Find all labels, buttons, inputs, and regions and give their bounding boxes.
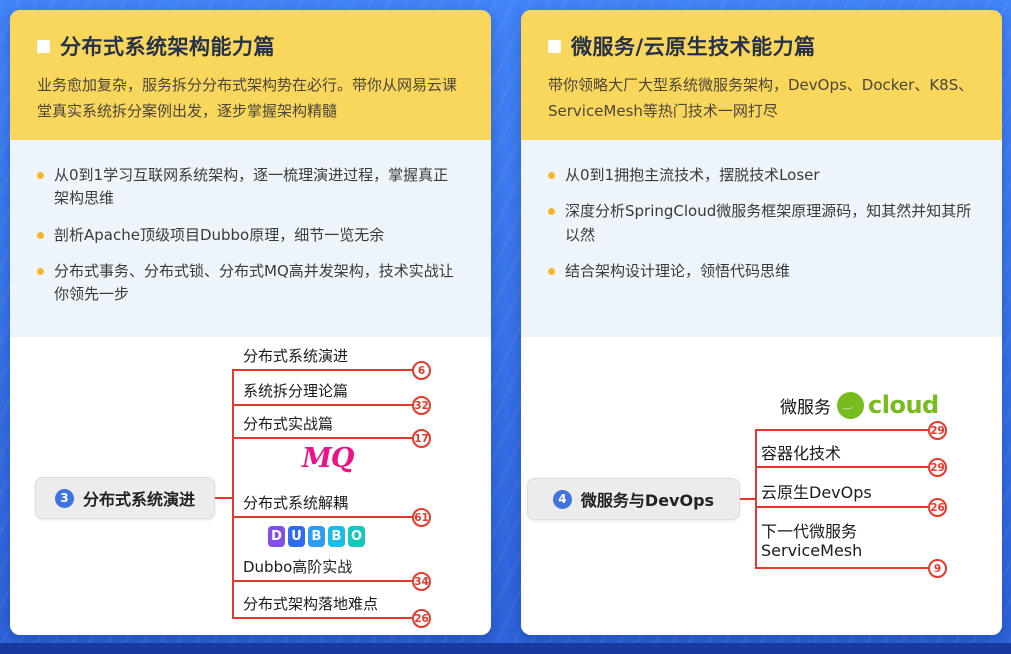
title-bullet-square-icon <box>548 39 561 53</box>
branch-line <box>232 516 414 518</box>
count-badge: 6 <box>412 361 431 380</box>
bullet-dot-icon <box>37 267 44 275</box>
card-title: 分布式系统架构能力篇 <box>60 35 275 59</box>
cloud-wordmark: cloud <box>868 391 939 419</box>
mindmap-distributed: 3 分布式系统演进 分布式系统演进 6 系统拆分理论篇 32 分布式实战篇 17… <box>10 337 491 635</box>
bullet-dot-icon <box>37 231 44 239</box>
count-badge: 29 <box>928 458 947 477</box>
count-badge: 17 <box>412 429 431 448</box>
dubbo-letter: O <box>348 526 365 547</box>
point-text: 剖析Apache顶级项目Dubbo原理，细节一览无余 <box>54 225 385 244</box>
dubbo-letter: D <box>268 526 285 547</box>
branch-line <box>755 429 928 431</box>
bullet-dot-icon <box>37 172 44 179</box>
node-label: 分布式系统演进 <box>82 490 195 509</box>
branch-label: 云原生DevOps <box>761 483 872 502</box>
branch-label: 分布式实战篇 <box>243 415 334 433</box>
card-subtitle: 业务愈加复杂，服务拆分分布式架构势在必行。带你从网易云课堂真实系统拆分案例出发，… <box>37 76 458 121</box>
node-number-badge: 4 <box>552 489 572 509</box>
count-badge: 34 <box>412 572 431 591</box>
point-item: 深度分析SpringCloud微服务框架原理源码，知其然并知其所以然 <box>548 200 972 247</box>
springcloud-logo-row: 微服务 cloud <box>780 391 939 419</box>
microservice-label: 微服务 <box>780 397 831 418</box>
branch-line <box>232 437 414 439</box>
card-points: 从0到1拥抱主流技术，摆脱技术Loser 深度分析SpringCloud微服务框… <box>521 140 1002 337</box>
point-item: 从0到1学习互联网系统架构，逐一梳理演进过程，掌握真正架构思维 <box>37 164 461 211</box>
branch-label: 分布式系统解耦 <box>243 494 349 512</box>
branch-line <box>232 369 414 371</box>
dubbo-letter: U <box>288 526 305 547</box>
card-header: 微服务/云原生技术能力篇 带你领略大厂大型系统微服务架构，DevOps、Dock… <box>521 10 1002 140</box>
mindmap-trunk-line <box>232 369 234 619</box>
count-badge: 61 <box>412 508 431 527</box>
branch-label: 下一代微服务 <box>761 522 858 541</box>
mindmap-microservice: 4 微服务与DevOps 微服务 cloud 29 容器化技术 29 云原生De… <box>521 337 1002 635</box>
course-card-distributed: 分布式系统架构能力篇 业务愈加复杂，服务拆分分布式架构势在必行。带你从网易云课堂… <box>10 10 491 635</box>
count-badge: 26 <box>412 609 431 628</box>
count-badge: 9 <box>928 559 947 578</box>
mindmap-root-node: 4 微服务与DevOps <box>527 478 740 520</box>
point-text: 分布式事务、分布式锁、分布式MQ高并发架构，技术实战让你领先一步 <box>54 261 454 303</box>
point-text: 从0到1拥抱主流技术，摆脱技术Loser <box>565 166 820 184</box>
point-text: 深度分析SpringCloud微服务框架原理源码，知其然并知其所以然 <box>565 202 972 244</box>
card-title: 微服务/云原生技术能力篇 <box>571 35 816 59</box>
bullet-dot-icon <box>548 267 555 275</box>
bottom-accent-bar <box>0 643 1011 654</box>
point-item: 从0到1拥抱主流技术，摆脱技术Loser <box>548 164 972 187</box>
count-badge: 26 <box>928 498 947 517</box>
mindmap-root-node: 3 分布式系统演进 <box>35 477 215 519</box>
branch-line <box>232 580 414 582</box>
branch-label: 分布式架构落地难点 <box>243 595 379 613</box>
branch-line <box>755 567 928 569</box>
point-item: 剖析Apache顶级项目Dubbo原理，细节一览无余 <box>37 224 461 247</box>
node-connector-line <box>213 497 234 499</box>
branch-label: 容器化技术 <box>761 444 842 463</box>
branch-line <box>755 466 928 468</box>
branch-label: Dubbo高阶实战 <box>243 558 353 576</box>
count-badge: 32 <box>412 396 431 415</box>
card-title-row: 微服务/云原生技术能力篇 <box>548 31 974 61</box>
bullet-dot-icon <box>548 208 555 216</box>
node-number-badge: 3 <box>54 488 74 508</box>
count-badge: 29 <box>928 421 947 440</box>
dubbo-letter: B <box>308 526 325 547</box>
dubbo-logo: D U B B O <box>268 526 365 547</box>
title-bullet-square-icon <box>37 39 50 53</box>
point-item: 结合架构设计理论，领悟代码思维 <box>548 260 972 283</box>
point-item: 分布式事务、分布式锁、分布式MQ高并发架构，技术实战让你领先一步 <box>37 260 461 307</box>
node-label: 微服务与DevOps <box>580 491 715 510</box>
branch-line <box>232 404 414 406</box>
branch-line <box>755 506 928 508</box>
bullet-dot-icon <box>548 172 555 179</box>
mq-logo: MQ <box>302 443 354 474</box>
node-connector-line <box>738 498 757 500</box>
branch-label: 系统拆分理论篇 <box>243 382 349 400</box>
card-header: 分布式系统架构能力篇 业务愈加复杂，服务拆分分布式架构势在必行。带你从网易云课堂… <box>10 10 491 140</box>
card-title-row: 分布式系统架构能力篇 <box>37 31 463 61</box>
branch-label: ServiceMesh <box>761 541 863 560</box>
point-text: 结合架构设计理论，领悟代码思维 <box>565 261 791 280</box>
card-subtitle: 带你领略大厂大型系统微服务架构，DevOps、Docker、K8S、Servic… <box>548 76 974 121</box>
card-points: 从0到1学习互联网系统架构，逐一梳理演进过程，掌握真正架构思维 剖析Apache… <box>10 140 491 337</box>
branch-line <box>232 617 414 619</box>
branch-label: 分布式系统演进 <box>243 347 349 365</box>
point-text: 从0到1学习互联网系统架构，逐一梳理演进过程，掌握真正架构思维 <box>54 166 449 208</box>
course-card-microservice: 微服务/云原生技术能力篇 带你领略大厂大型系统微服务架构，DevOps、Dock… <box>521 10 1002 635</box>
spring-cloud-icon <box>837 391 864 419</box>
dubbo-letter: B <box>328 526 345 547</box>
